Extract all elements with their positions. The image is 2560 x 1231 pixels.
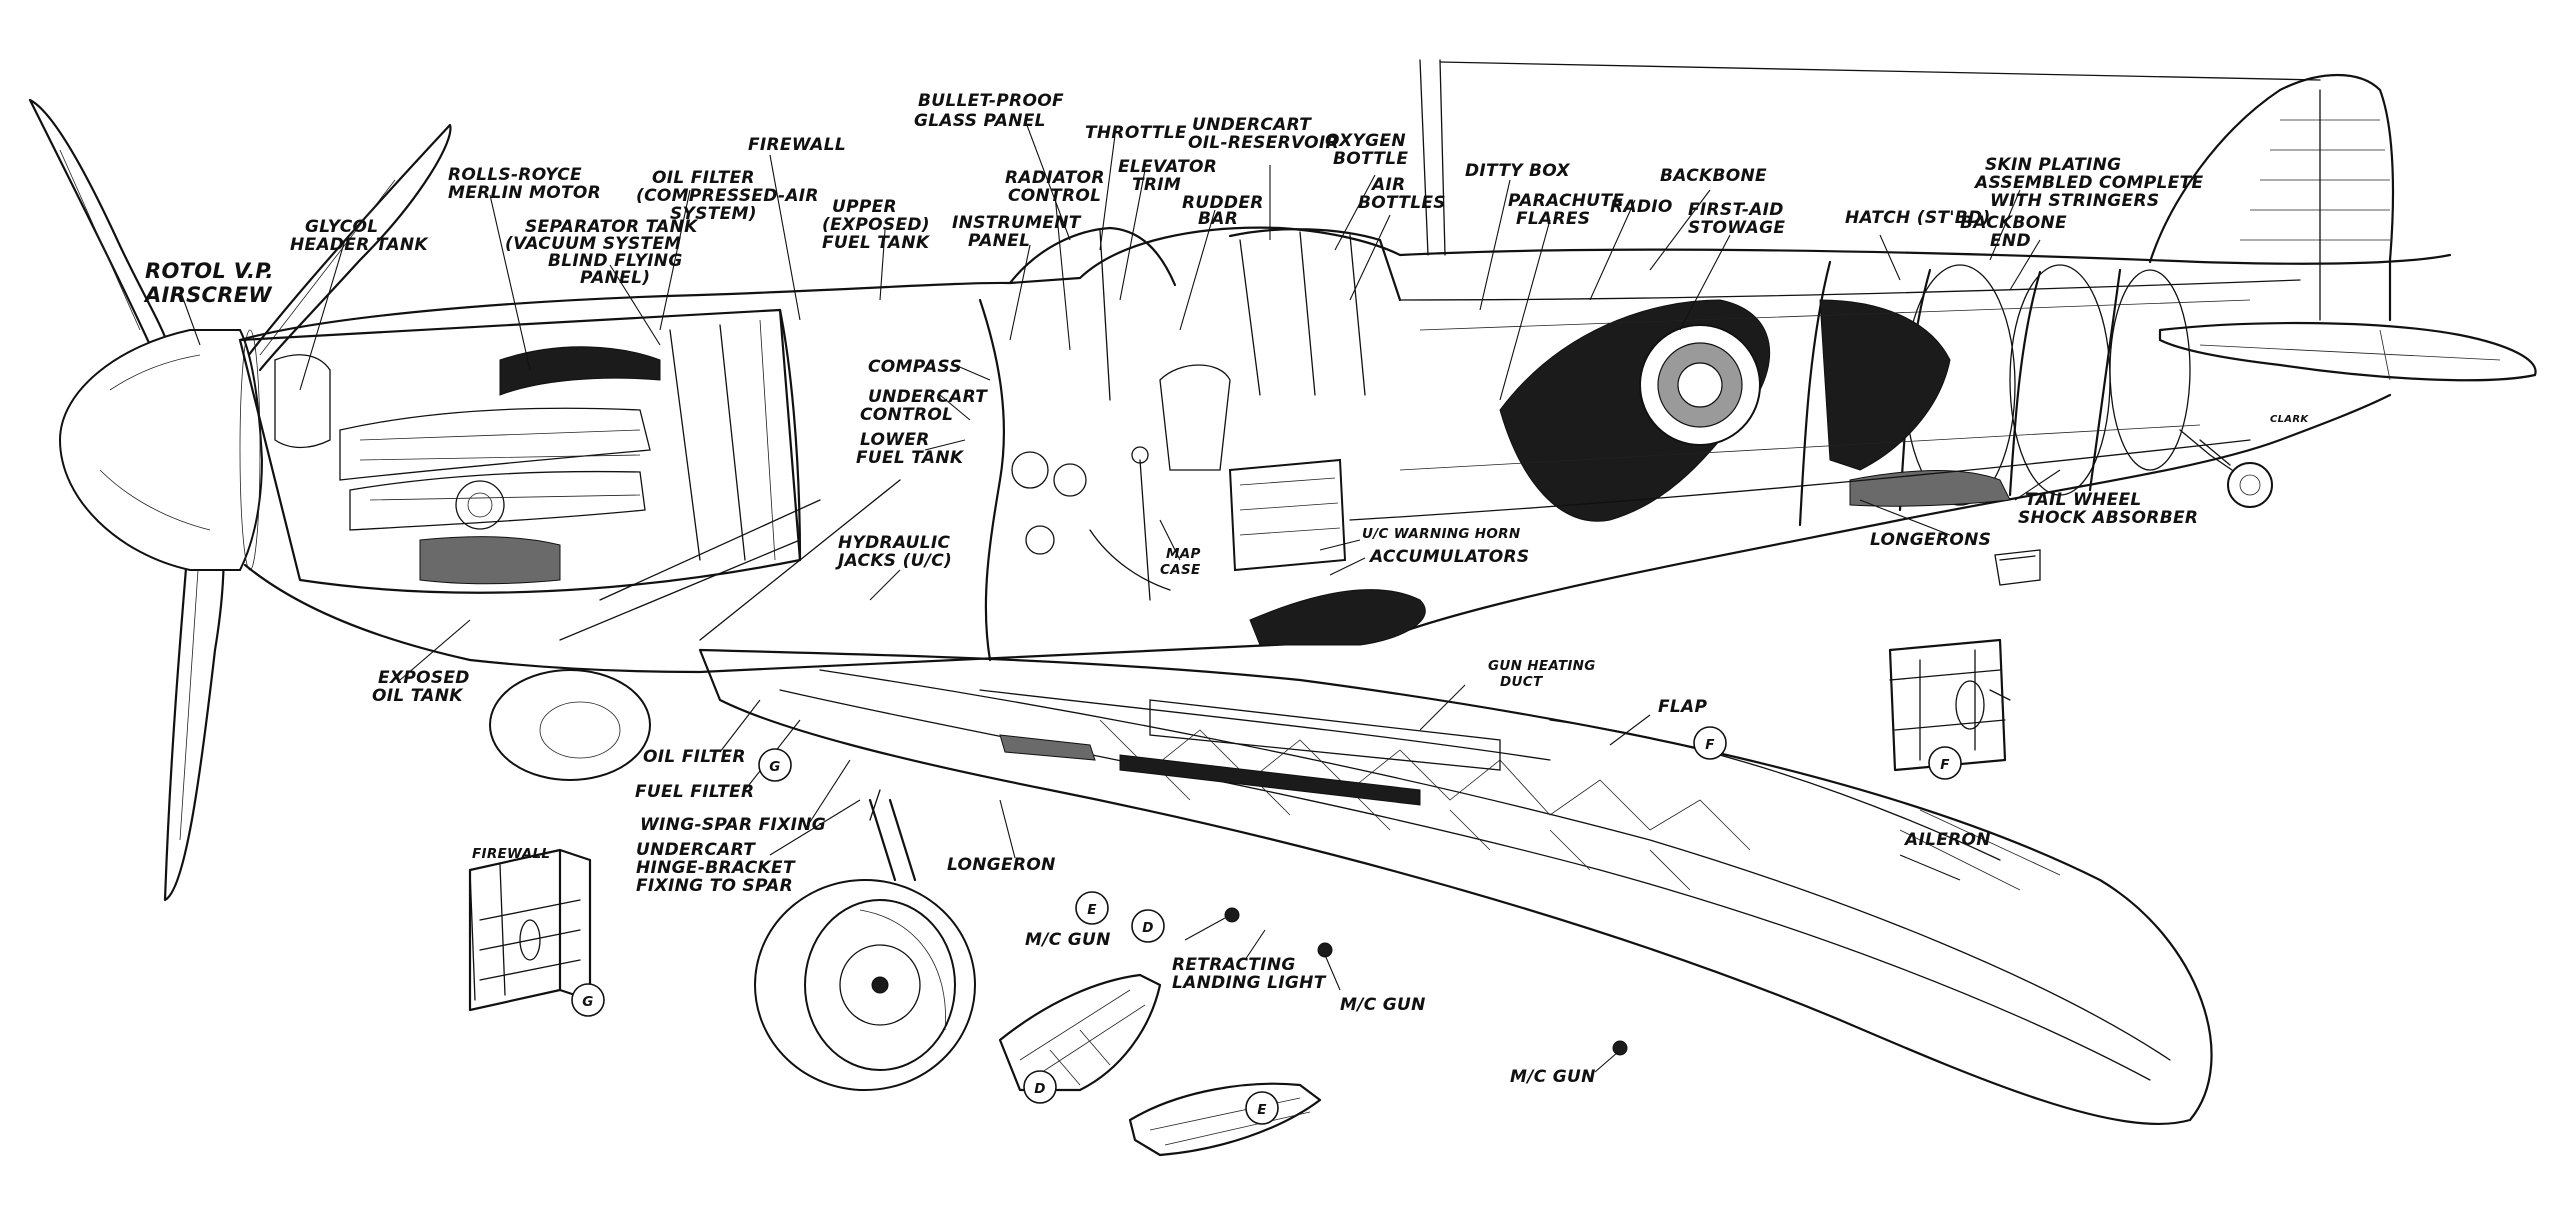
key-f-detail: F: [1940, 757, 1950, 773]
label-oil-filter-bottom: OIL FILTER: [643, 747, 746, 767]
key-circle-d-detail: [1023, 1070, 1057, 1104]
label-mc-gun-3: M/C GUN: [1510, 1067, 1596, 1087]
label-mc-gun-2: M/C GUN: [1340, 995, 1426, 1015]
label-upper-fuel-tank: UPPER(EXPOSED)FUEL TANK: [822, 197, 931, 253]
label-ditty-box: DITTY BOX: [1465, 161, 1570, 181]
label-backbone: BACKBONE: [1660, 166, 1767, 186]
label-firewall-detail: FIREWALL: [472, 846, 550, 862]
fuselage: [238, 226, 2452, 674]
detail-f: [1888, 638, 2011, 772]
key-d-wing: D: [1142, 920, 1154, 936]
label-longeron: LONGERON: [947, 855, 1056, 875]
detail-firewall-g: [468, 848, 592, 1012]
key-e-detail: E: [1257, 1102, 1267, 1118]
label-flap: FLAP: [1658, 697, 1708, 717]
longeron-section: [1994, 549, 2041, 586]
detail-e: [1128, 1082, 1322, 1157]
key-f-wing: F: [1705, 737, 1715, 753]
label-aileron: AILERON: [1903, 830, 1991, 850]
label-wing-spar-fixing: WING-SPAR FIXING: [640, 815, 826, 835]
label-accumulators: ACCUMULATORS: [1368, 547, 1529, 567]
key-circle-g-fuselage: [758, 748, 792, 782]
label-longerons: LONGERONS: [1870, 530, 1991, 550]
canopy-cockpit: [978, 226, 1402, 662]
label-signature: CLARK: [2270, 414, 2309, 425]
detail-keys: G G F F E E D D: [571, 726, 1962, 1125]
detail-d: [998, 973, 1162, 1092]
key-g-fuselage: G: [769, 759, 780, 775]
label-hatch: HATCH (ST'BD): [1845, 208, 1991, 228]
key-g-detail: G: [582, 994, 593, 1010]
tail-assembly: [1419, 59, 2537, 508]
propeller: [28, 98, 452, 902]
label-firewall-top: FIREWALL: [748, 135, 846, 155]
label-throttle: THROTTLE: [1085, 123, 1187, 143]
key-circle-e-wing: [1075, 891, 1109, 925]
key-circle-f-wing: [1693, 726, 1727, 760]
label-compass: COMPASS: [868, 357, 962, 377]
label-fuel-filter: FUEL FILTER: [635, 782, 754, 802]
key-d-detail: D: [1034, 1081, 1046, 1097]
key-circle-g-detail: [571, 983, 605, 1017]
label-radio: RADIO: [1610, 197, 1673, 217]
label-warning-horn: U/C WARNING HORN: [1362, 526, 1521, 542]
label-mc-gun-1: M/C GUN: [1025, 930, 1111, 950]
key-e-wing: E: [1087, 902, 1097, 918]
main-undercarriage: [489, 669, 976, 1091]
leader-lines: [179, 119, 2061, 1073]
key-circle-d-wing: [1131, 909, 1165, 943]
label-rotol: ROTOL V.P.AIRSCREW: [143, 259, 274, 307]
key-circle-f-detail: [1928, 746, 1962, 780]
key-circle-e-detail: [1245, 1091, 1279, 1125]
engine-bay: [238, 308, 901, 641]
wing: [698, 648, 2213, 1125]
